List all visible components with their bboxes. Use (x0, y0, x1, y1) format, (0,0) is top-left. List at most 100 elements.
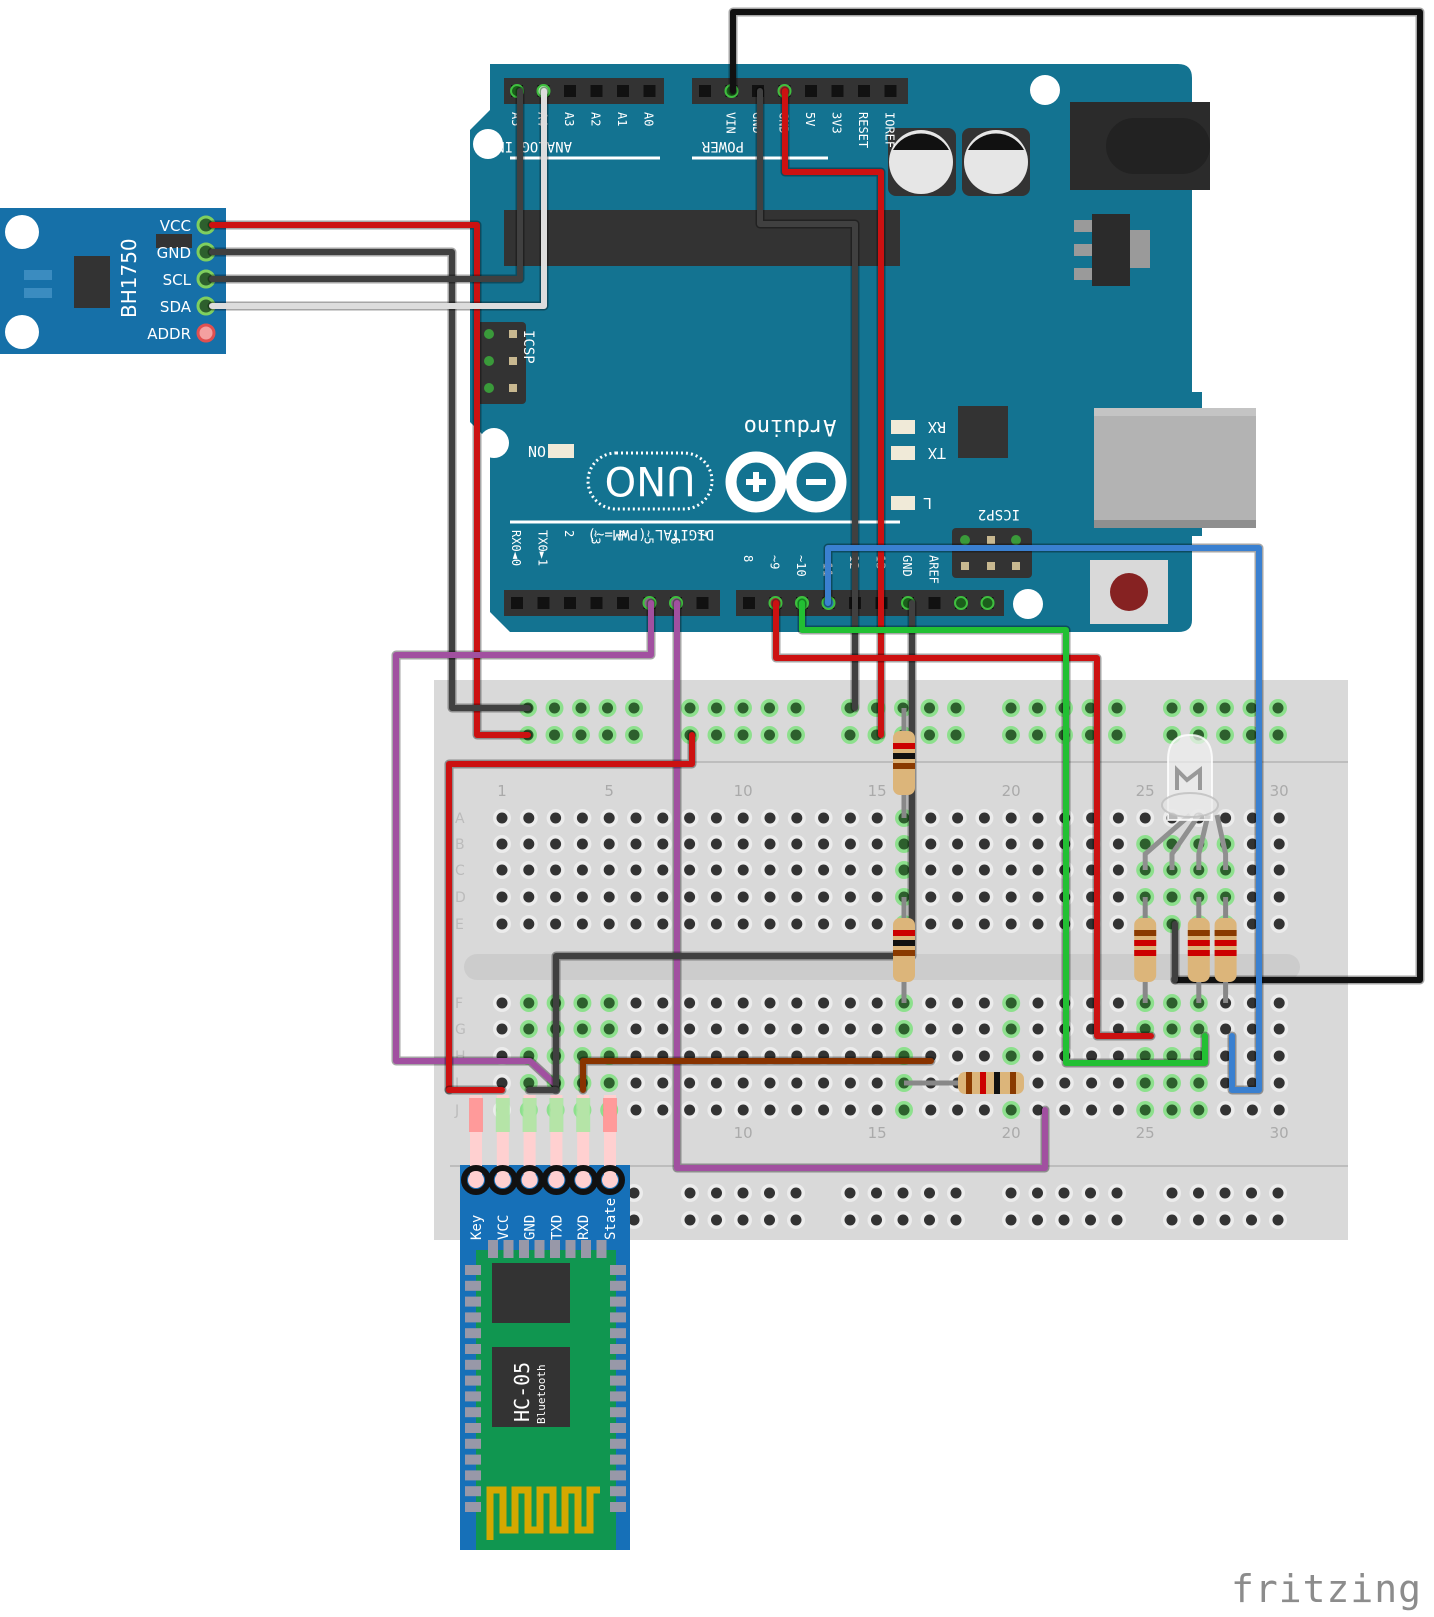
usb-chip (958, 406, 1008, 458)
icsp-header (476, 322, 526, 404)
hc05-pin-label: TXD (549, 1215, 565, 1240)
column-number: 20 (1002, 1124, 1021, 1142)
mounting-hole (473, 129, 503, 159)
l-led (891, 496, 915, 510)
header-pin[interactable] (617, 85, 629, 97)
resistor[interactable] (893, 731, 915, 795)
resistor[interactable] (958, 1072, 1024, 1094)
hc05-chip (492, 1263, 570, 1323)
pin-label: 4 (615, 530, 629, 537)
hc05-pin-label: GND (523, 1215, 539, 1240)
column-number: 1 (497, 782, 507, 800)
pin-label: A3 (562, 112, 576, 126)
header-pin[interactable] (511, 597, 523, 609)
hc05-pin[interactable] (595, 1165, 625, 1195)
header-pin[interactable] (928, 597, 941, 609)
header-pin[interactable] (617, 597, 629, 609)
sensor-pin-label: SCL (163, 271, 192, 289)
digital-header-low (504, 590, 720, 616)
digital-label: DIGITAL (PWM=~) (588, 526, 714, 542)
resistor[interactable] (1134, 918, 1157, 982)
usb-connector (1094, 408, 1256, 528)
header-pin[interactable] (537, 597, 550, 609)
analog-in-label: ANALOG IN (496, 138, 572, 154)
header-pin[interactable] (805, 85, 817, 97)
power-header (692, 78, 908, 104)
hc05-label-plate (492, 1347, 570, 1427)
pin-label: ~10 (794, 555, 808, 577)
atmega-chip (504, 210, 900, 266)
voltage-regulator (1074, 214, 1150, 286)
sensor-pin[interactable] (196, 323, 216, 343)
pin-label: AREF (927, 555, 941, 584)
wire-gnd-to-rgb-led[interactable] (730, 9, 1423, 983)
column-number: 10 (734, 782, 753, 800)
row-letter: E (455, 917, 464, 933)
column-number: 30 (1270, 1124, 1289, 1142)
pin-label: 8 (741, 555, 755, 562)
header-pin-connected[interactable] (954, 596, 968, 610)
mounting-hole (1013, 589, 1043, 619)
header-pin[interactable] (564, 85, 576, 97)
sensor-pin-label: ADDR (147, 325, 191, 343)
resistor[interactable] (893, 918, 915, 982)
uno-logo-frame (586, 451, 714, 511)
header-pin[interactable] (884, 85, 897, 97)
header-pin[interactable] (590, 85, 603, 97)
wire-pin9-to-led-red[interactable] (773, 600, 1154, 1039)
wire-5v-to-rail[interactable] (782, 88, 884, 738)
row-letter: C (455, 863, 465, 879)
wire-sensor-gnd[interactable] (209, 249, 531, 711)
wire-rail-to-hc05-vcc[interactable] (446, 732, 695, 1093)
hc05-subtitle: Bluetooth (535, 1364, 548, 1424)
wire-pin11-to-led-blue[interactable] (825, 545, 1262, 1093)
breadboard-labels: 115510101515202025253030ABCDEFGHIJ (454, 782, 1289, 1142)
hc05-pin-label: RXD (576, 1215, 592, 1240)
pin-label: RX0◄0 (509, 530, 523, 566)
sensor-pin-label: SDA (160, 298, 192, 316)
rgb-led[interactable] (1142, 733, 1229, 870)
uno-logo: UNO (605, 457, 696, 503)
pin-label: RESET (856, 112, 870, 148)
wire-pin6-to-resistor[interactable] (674, 600, 1048, 1171)
row-letter: A (455, 811, 465, 827)
header-pin[interactable] (831, 85, 844, 97)
arduino-brand: Arduino (744, 414, 837, 439)
power-label: POWER (701, 138, 744, 154)
wire-sensor-sda[interactable] (209, 88, 547, 309)
column-number: 20 (1002, 782, 1021, 800)
header-pin[interactable] (743, 597, 755, 609)
rx-led (891, 420, 915, 434)
wire-pin5-to-hc05[interactable] (393, 600, 654, 1088)
column-number: 30 (1270, 782, 1289, 800)
header-pin[interactable] (696, 597, 709, 609)
hc05-pin-label: Key (469, 1215, 485, 1240)
wire-sensor-scl[interactable] (209, 88, 523, 282)
header-pin[interactable] (643, 85, 656, 97)
column-number: 15 (868, 782, 887, 800)
header-pin[interactable] (564, 597, 576, 609)
pin-label: TX0►1 (536, 530, 550, 566)
header-pin-connected[interactable] (980, 596, 995, 610)
antenna-trace (486, 1486, 600, 1540)
sensor-pin-label: VCC (160, 217, 191, 235)
row-letter: F (455, 996, 463, 1012)
wire-hc05-rxd[interactable] (580, 1058, 934, 1093)
icsp2-label: ICSP2 (978, 506, 1020, 522)
header-pin[interactable] (699, 85, 711, 97)
column-number: 15 (868, 1124, 887, 1142)
pin-label: A2 (589, 112, 603, 126)
wire-sensor-vcc[interactable] (209, 222, 531, 738)
header-pin[interactable] (858, 85, 870, 97)
header-pin[interactable] (590, 597, 603, 609)
reset-button[interactable] (1090, 560, 1168, 624)
mounting-hole (479, 428, 509, 458)
resistor[interactable] (1187, 918, 1210, 982)
wire-pin10-to-led-green[interactable] (799, 600, 1208, 1066)
wire-gnd-to-rail[interactable] (757, 88, 858, 711)
resistor[interactable] (1214, 918, 1237, 982)
